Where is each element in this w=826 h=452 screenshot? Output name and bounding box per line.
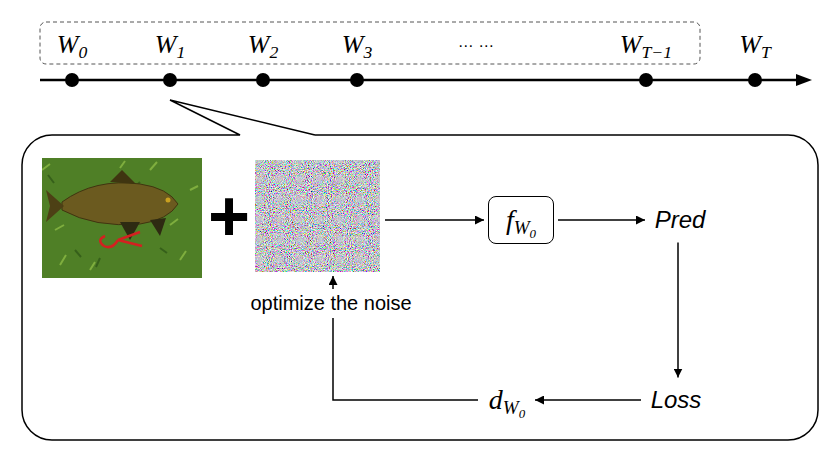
- loss-node: Loss: [645, 382, 707, 419]
- node-text: Loss: [651, 386, 702, 414]
- model-box: fW0: [488, 196, 554, 244]
- flow-arrow: [535, 399, 641, 401]
- feedback-arrow: [332, 276, 334, 289]
- pliers: [100, 232, 142, 247]
- fish-body: [62, 183, 178, 225]
- distance-node: dW0: [483, 380, 531, 421]
- grass-blades: [42, 161, 198, 270]
- plus-symbol: +: [208, 175, 250, 257]
- flow-arrow: [677, 243, 679, 378]
- weight-label: WT−1: [620, 30, 672, 60]
- step-label: optimize the noise: [247, 292, 414, 315]
- timeline-dot: [256, 73, 270, 87]
- timeline-dot: [350, 73, 364, 87]
- weight-label: W2: [248, 30, 279, 60]
- fish-photo: [42, 158, 202, 278]
- dashed-group-box: [40, 22, 700, 64]
- grass-ground: [42, 158, 202, 278]
- node-text: dW0: [489, 384, 525, 416]
- fish-tail: [46, 190, 64, 222]
- timeline-dot: [65, 73, 79, 87]
- timeline-arrowhead: [796, 74, 812, 86]
- fish-fin: [110, 170, 136, 184]
- input-arrow: [385, 219, 484, 221]
- weight-label: WT: [739, 30, 771, 60]
- noise-image: [255, 160, 380, 272]
- pred-node: Pred: [649, 202, 711, 239]
- weight-label: W1: [155, 30, 186, 60]
- flow-arrow: [558, 219, 645, 221]
- timeline-axis: [40, 79, 804, 82]
- timeline-dot: [748, 73, 762, 87]
- ellipsis-label: … …: [458, 33, 494, 51]
- feedback-line: [333, 318, 478, 400]
- weight-label: W3: [342, 30, 373, 60]
- fish-eye: [166, 198, 171, 203]
- weight-label: W0: [57, 30, 88, 60]
- timeline-dot: [639, 73, 653, 87]
- node-text: Pred: [655, 206, 706, 234]
- fish-fin: [150, 218, 166, 236]
- node-text: fW0: [506, 204, 536, 236]
- callout-panel: [22, 100, 818, 440]
- timeline-dot: [163, 73, 177, 87]
